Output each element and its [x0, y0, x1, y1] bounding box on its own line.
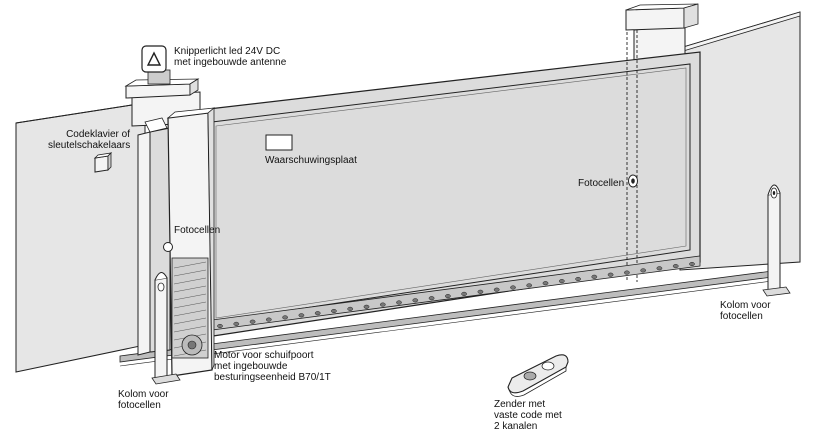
keypad-label-line1: Codeklavier of	[66, 129, 130, 140]
rack-tooth	[363, 304, 370, 309]
keypad-label: Codeklavier of sleutelschakelaars	[48, 129, 130, 151]
column-right-label-line1: Kolom voor	[720, 300, 771, 311]
motor-label-line3: besturingseenheid B70/1T	[214, 372, 331, 383]
flashing-light-label: Knipperlicht led 24V DC met ingebouwde a…	[174, 46, 286, 68]
rack-tooth	[412, 298, 419, 303]
motor-hatch-line	[173, 293, 207, 301]
rack-tooth	[510, 285, 516, 290]
motor-housing	[163, 107, 216, 377]
transmitter-remote	[507, 354, 569, 397]
motor-label-line1: Motor voor schuifpoort	[214, 350, 314, 361]
rack-tooth	[558, 279, 565, 284]
flashing-light-label-line1: Knipperlicht led 24V DC	[174, 46, 281, 57]
rack-tooth	[379, 302, 386, 307]
keypad-label-line2: sleutelschakelaars	[48, 140, 131, 151]
transmitter-label: Zender met vaste code met 2 kanalen	[494, 399, 562, 432]
warning-triangle-icon	[146, 51, 162, 66]
rack-tooth	[428, 296, 435, 301]
rack-tooth	[233, 321, 240, 326]
photocells-right-label-text: Fotocellen	[578, 178, 625, 189]
rack-tooth	[249, 319, 256, 324]
rack-tooth	[542, 281, 549, 286]
rack-tooth	[591, 274, 598, 279]
motor-hatch-line	[173, 269, 207, 277]
photocell-right-device	[628, 174, 638, 188]
motor-hatch-line	[173, 261, 207, 269]
photocell-column-right	[762, 184, 791, 297]
rack-tooth	[282, 315, 288, 320]
warning-plate-label-text: Waarschuwingsplaat	[265, 155, 357, 166]
column-right-label: Kolom voor fotocellen	[720, 300, 771, 322]
motor-hatch-line	[173, 309, 207, 317]
motor-label-line2: met ingebouwde	[214, 361, 288, 372]
motor-hatch-line	[173, 277, 207, 285]
column-left-label-line1: Kolom voor	[118, 389, 169, 400]
rack-tooth	[331, 308, 337, 314]
warning-plate-device	[265, 134, 293, 151]
motor-label: Motor voor schuifpoort met ingebouwde be…	[214, 350, 331, 383]
rack-tooth	[640, 268, 647, 273]
transmitter-button-2	[541, 361, 555, 371]
rack-tooth	[575, 276, 581, 282]
rack-tooth	[265, 317, 272, 322]
photocells-left-label-text: Fotocellen	[174, 225, 221, 236]
rack-tooth	[493, 287, 500, 292]
column-left-label-line2: fotocellen	[118, 400, 161, 411]
flashing-light-label-line2: met ingebouwde antenne	[174, 57, 287, 68]
photocells-left-label: Fotocellen	[174, 225, 220, 236]
rack-tooth	[672, 264, 679, 269]
rack-tooth	[461, 291, 467, 296]
gear-rack	[211, 255, 701, 331]
rack-tooth	[314, 311, 321, 316]
rack-tooth	[526, 283, 533, 288]
rack-tooth	[624, 270, 630, 275]
motor-hatch-line	[173, 285, 207, 293]
transmitter-label-line3: 2 kanalen	[494, 421, 538, 432]
keypad-device	[93, 152, 113, 173]
photocells-right-label: Fotocellen	[578, 178, 624, 189]
rack-tooth	[445, 294, 451, 299]
transmitter-button-1	[523, 371, 537, 381]
warning-plate-label: Waarschuwingsplaat	[265, 155, 357, 166]
rack-tooth	[607, 272, 614, 277]
rack-tooth	[396, 300, 402, 305]
photocell-left-device	[163, 242, 173, 252]
rack-tooth	[477, 289, 484, 294]
flashing-light-device	[141, 45, 171, 85]
rack-tooth	[217, 323, 223, 329]
rack-tooth	[656, 266, 663, 271]
transmitter-label-line2: vaste code met	[494, 410, 562, 421]
column-left-label: Kolom voor fotocellen	[118, 389, 169, 411]
motor-hatch-line	[173, 325, 207, 333]
motor-hatch-line	[173, 317, 207, 325]
rack-tooth	[689, 261, 695, 267]
rack-tooth	[347, 306, 354, 311]
rack-tooth	[298, 313, 305, 318]
motor-hatch-line	[173, 301, 207, 309]
photocell-column-left	[151, 272, 181, 385]
pillar-hidden-outline	[626, 30, 638, 282]
column-right-label-line2: fotocellen	[720, 311, 763, 322]
transmitter-label-line1: Zender met	[494, 399, 546, 410]
